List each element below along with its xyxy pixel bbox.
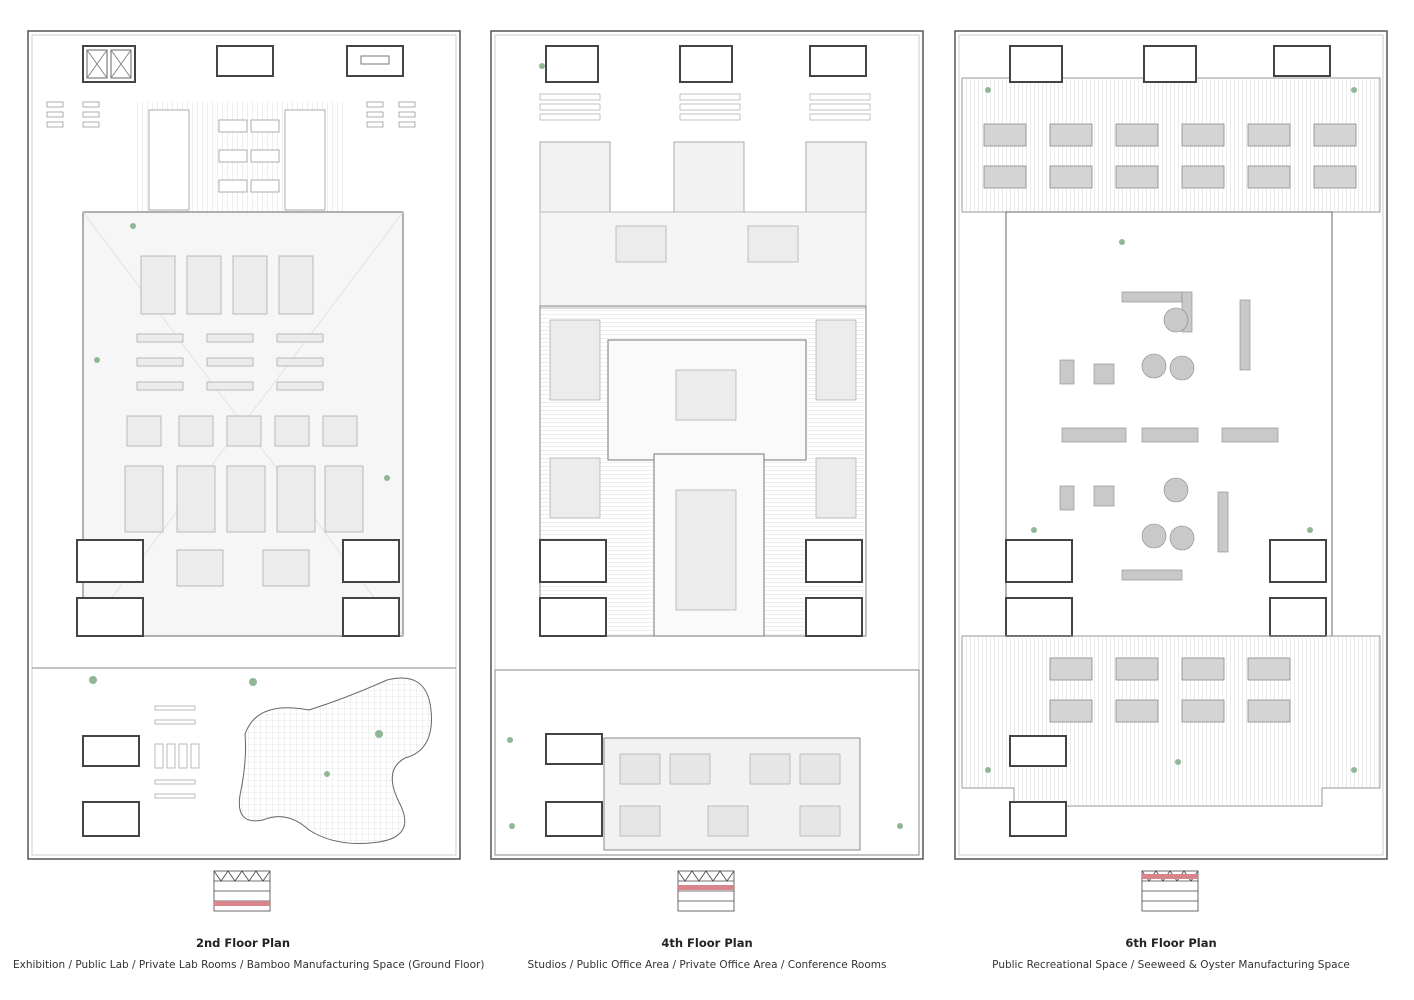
- plan-subtitle: Studios / Public Office Area / Private O…: [527, 959, 887, 971]
- plan-title: 6th Floor Plan: [1125, 936, 1217, 950]
- floor-plan-6th-drawing: [954, 30, 1388, 860]
- floor-plan-6th: [954, 30, 1388, 860]
- caption-4th: 4th Floor Plan Studios / Public Office A…: [477, 936, 937, 971]
- floor-key-2nd: [213, 870, 271, 912]
- plan-subtitle: Exhibition / Public Lab / Private Lab Ro…: [13, 959, 485, 971]
- key-highlight-4th: [678, 885, 734, 890]
- caption-2nd: 2nd Floor Plan Exhibition / Public Lab /…: [13, 936, 485, 971]
- key-highlight-2nd: [214, 901, 270, 906]
- floor-plan-2nd-drawing: [27, 30, 461, 860]
- plan-title: 2nd Floor Plan: [195, 936, 291, 950]
- key-highlight-6th: [1142, 874, 1198, 879]
- floor-key-6th: [1141, 870, 1199, 912]
- plan-title: 4th Floor Plan: [661, 936, 753, 950]
- floor-plan-4th-drawing: [490, 30, 924, 860]
- floor-plan-4th: [490, 30, 924, 860]
- floor-plan-2nd: [27, 30, 461, 860]
- plan-subtitle: Public Recreational Space / Seeweed & Oy…: [992, 959, 1350, 971]
- floor-key-4th: [677, 870, 735, 912]
- caption-6th: 6th Floor Plan Public Recreational Space…: [941, 936, 1401, 971]
